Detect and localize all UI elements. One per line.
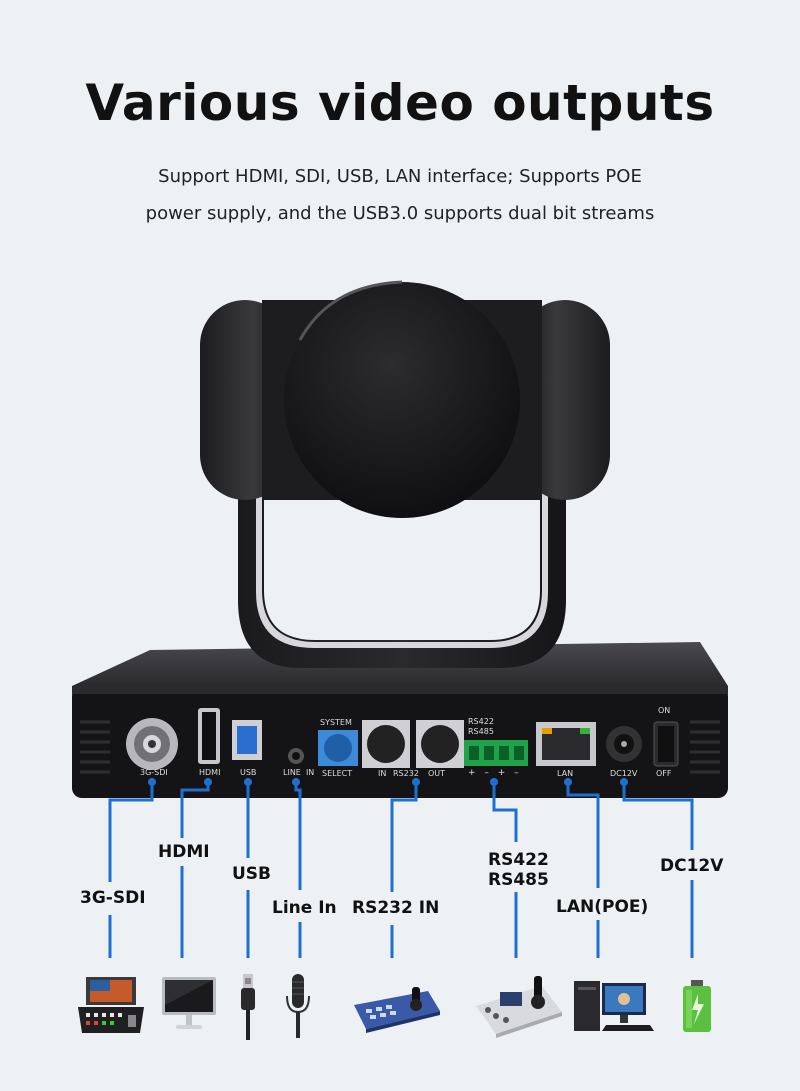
label-rs232-in: RS232 IN bbox=[352, 898, 440, 918]
desktop-computer-icon bbox=[574, 981, 654, 1031]
panel-label-off: OFF bbox=[656, 769, 672, 778]
line-hdmi bbox=[180, 782, 210, 838]
panel-label-dc: DC12V bbox=[610, 769, 638, 778]
panel-label-rs232-out: OUT bbox=[428, 769, 446, 778]
panel-label-rs232: RS232 bbox=[393, 769, 419, 778]
line-lan bbox=[566, 782, 600, 888]
usb-cable-icon bbox=[241, 974, 255, 1040]
video-switcher-icon bbox=[78, 977, 144, 1033]
panel-label-usb: USB bbox=[240, 768, 257, 777]
panel-label-lan: LAN bbox=[557, 769, 574, 778]
subtitle-line-2: power supply, and the USB3.0 supports du… bbox=[145, 203, 655, 224]
ptz-joystick-controller-icon bbox=[476, 976, 562, 1038]
panel-label-rs485: RS485 bbox=[468, 727, 494, 736]
panel-label-polarity: + – + – bbox=[468, 768, 522, 778]
label-rs485: RS485 bbox=[488, 870, 549, 890]
label-line-in: Line In bbox=[272, 898, 337, 918]
label-hdmi: HDMI bbox=[158, 842, 210, 862]
panel-label-select: SELECT bbox=[322, 769, 353, 778]
line-line-in bbox=[294, 782, 302, 890]
label-3g-sdi: 3G-SDI bbox=[80, 888, 146, 908]
battery-icon bbox=[683, 980, 711, 1032]
panel-label-rs422: RS422 bbox=[468, 717, 494, 726]
panel-label-system: SYSTEM bbox=[320, 718, 352, 727]
line-sdi bbox=[108, 782, 154, 882]
monitor-icon bbox=[162, 977, 216, 1029]
panel-label-on: ON bbox=[658, 706, 671, 715]
panel-label-rs232-in: IN bbox=[378, 769, 387, 778]
line-rs232 bbox=[390, 782, 418, 892]
page-title: Various video outputs bbox=[85, 74, 715, 132]
label-dc12v: DC12V bbox=[660, 856, 724, 876]
microphone-icon bbox=[286, 974, 310, 1038]
line-rs422 bbox=[492, 782, 518, 842]
panel-label-line-in: LINE IN bbox=[283, 768, 315, 777]
line-dc bbox=[622, 782, 694, 850]
label-lan-poe: LAN(POE) bbox=[556, 897, 649, 917]
panel-label-sdi: 3G-SDI bbox=[140, 768, 168, 777]
ptz-camera-illustration bbox=[72, 280, 728, 798]
label-usb: USB bbox=[232, 864, 272, 884]
ptz-keyboard-icon bbox=[354, 987, 440, 1033]
subtitle-line-1: Support HDMI, SDI, USB, LAN interface; S… bbox=[158, 166, 642, 187]
panel-label-hdmi: HDMI bbox=[199, 768, 221, 777]
label-rs422: RS422 bbox=[488, 850, 549, 870]
